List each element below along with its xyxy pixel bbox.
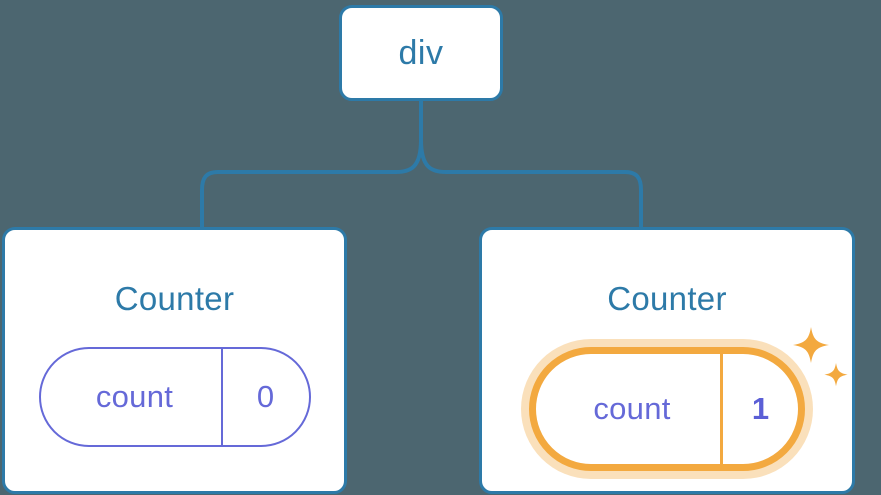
state-value-right: 1 (720, 354, 798, 464)
state-key-right: count (593, 391, 671, 426)
state-capsule-left[interactable]: count 0 (38, 347, 311, 447)
state-capsule-right-wrapper: count 1 (529, 327, 848, 471)
state-value-left: 0 (220, 349, 309, 445)
state-capsule-right[interactable]: count 1 (529, 347, 805, 471)
node-div[interactable]: div (339, 5, 503, 101)
sparkle-small-icon (824, 363, 848, 387)
node-counter-left[interactable]: Counter count 0 (2, 227, 347, 494)
connector-branch-left (200, 138, 423, 229)
connector-branch-right (419, 138, 643, 229)
state-key-left: count (95, 379, 174, 414)
node-counter-right[interactable]: Counter count 1 (479, 227, 855, 494)
sparkle-icon (793, 327, 829, 363)
node-counter-left-title: Counter (114, 280, 235, 317)
state-capsule-left-wrapper: count 0 (38, 347, 311, 447)
node-div-label: div (398, 34, 444, 72)
node-counter-right-title: Counter (607, 280, 727, 317)
